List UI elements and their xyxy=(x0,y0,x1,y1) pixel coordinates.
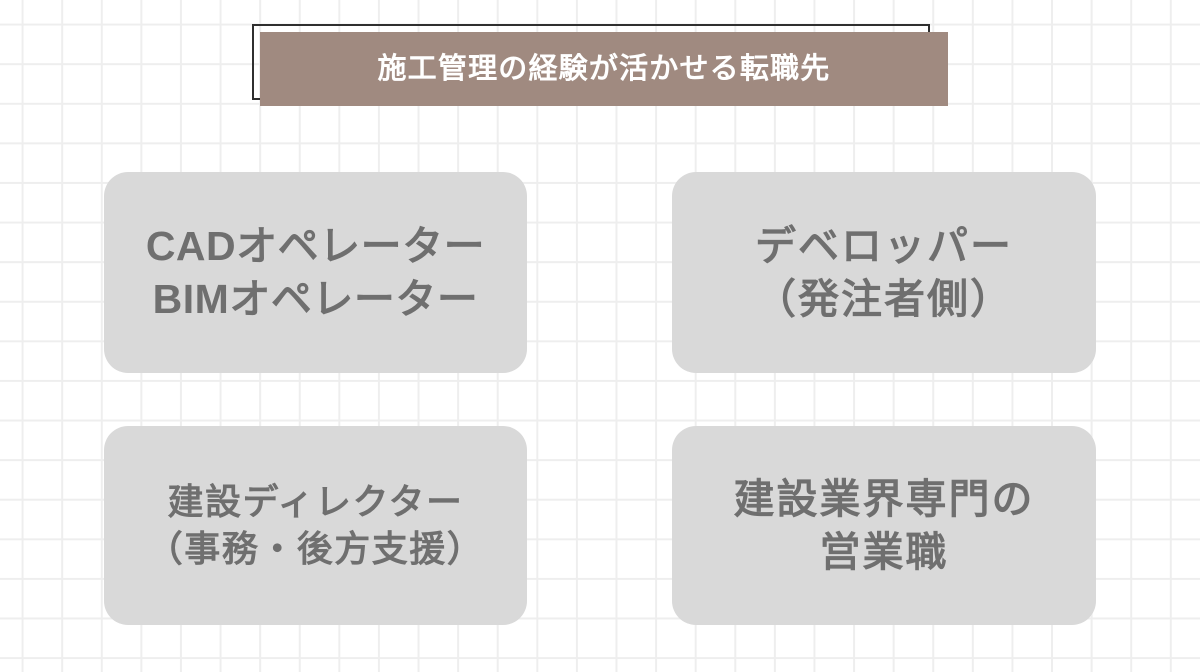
card-sales-line-2: 営業職 xyxy=(819,528,949,575)
card-cad-bim-operator[interactable]: CADオペレーター BIMオペレーター xyxy=(104,172,527,373)
card-cad-line-2: BIMオペレーター xyxy=(152,275,479,322)
slide-title-block: 施工管理の経験が活かせる転職先 xyxy=(252,24,948,106)
card-developer[interactable]: デベロッパー （発注者側） xyxy=(672,172,1096,373)
card-construction-director[interactable]: 建設ディレクター （事務・後方支援） xyxy=(104,426,527,625)
card-construction-sales[interactable]: 建設業界専門の 営業職 xyxy=(672,426,1096,625)
card-director-line-2: （事務・後方支援） xyxy=(146,527,485,569)
title-band: 施工管理の経験が活かせる転職先 xyxy=(260,32,948,106)
card-developer-line-1: デベロッパー xyxy=(755,223,1013,270)
card-sales-line-1: 建設業界専門の xyxy=(733,476,1035,523)
page-title: 施工管理の経験が活かせる転職先 xyxy=(377,52,831,85)
card-cad-line-1: CADオペレーター xyxy=(145,223,486,270)
card-developer-line-2: （発注者側） xyxy=(755,275,1013,322)
card-director-line-1: 建設ディレクター xyxy=(167,481,464,523)
